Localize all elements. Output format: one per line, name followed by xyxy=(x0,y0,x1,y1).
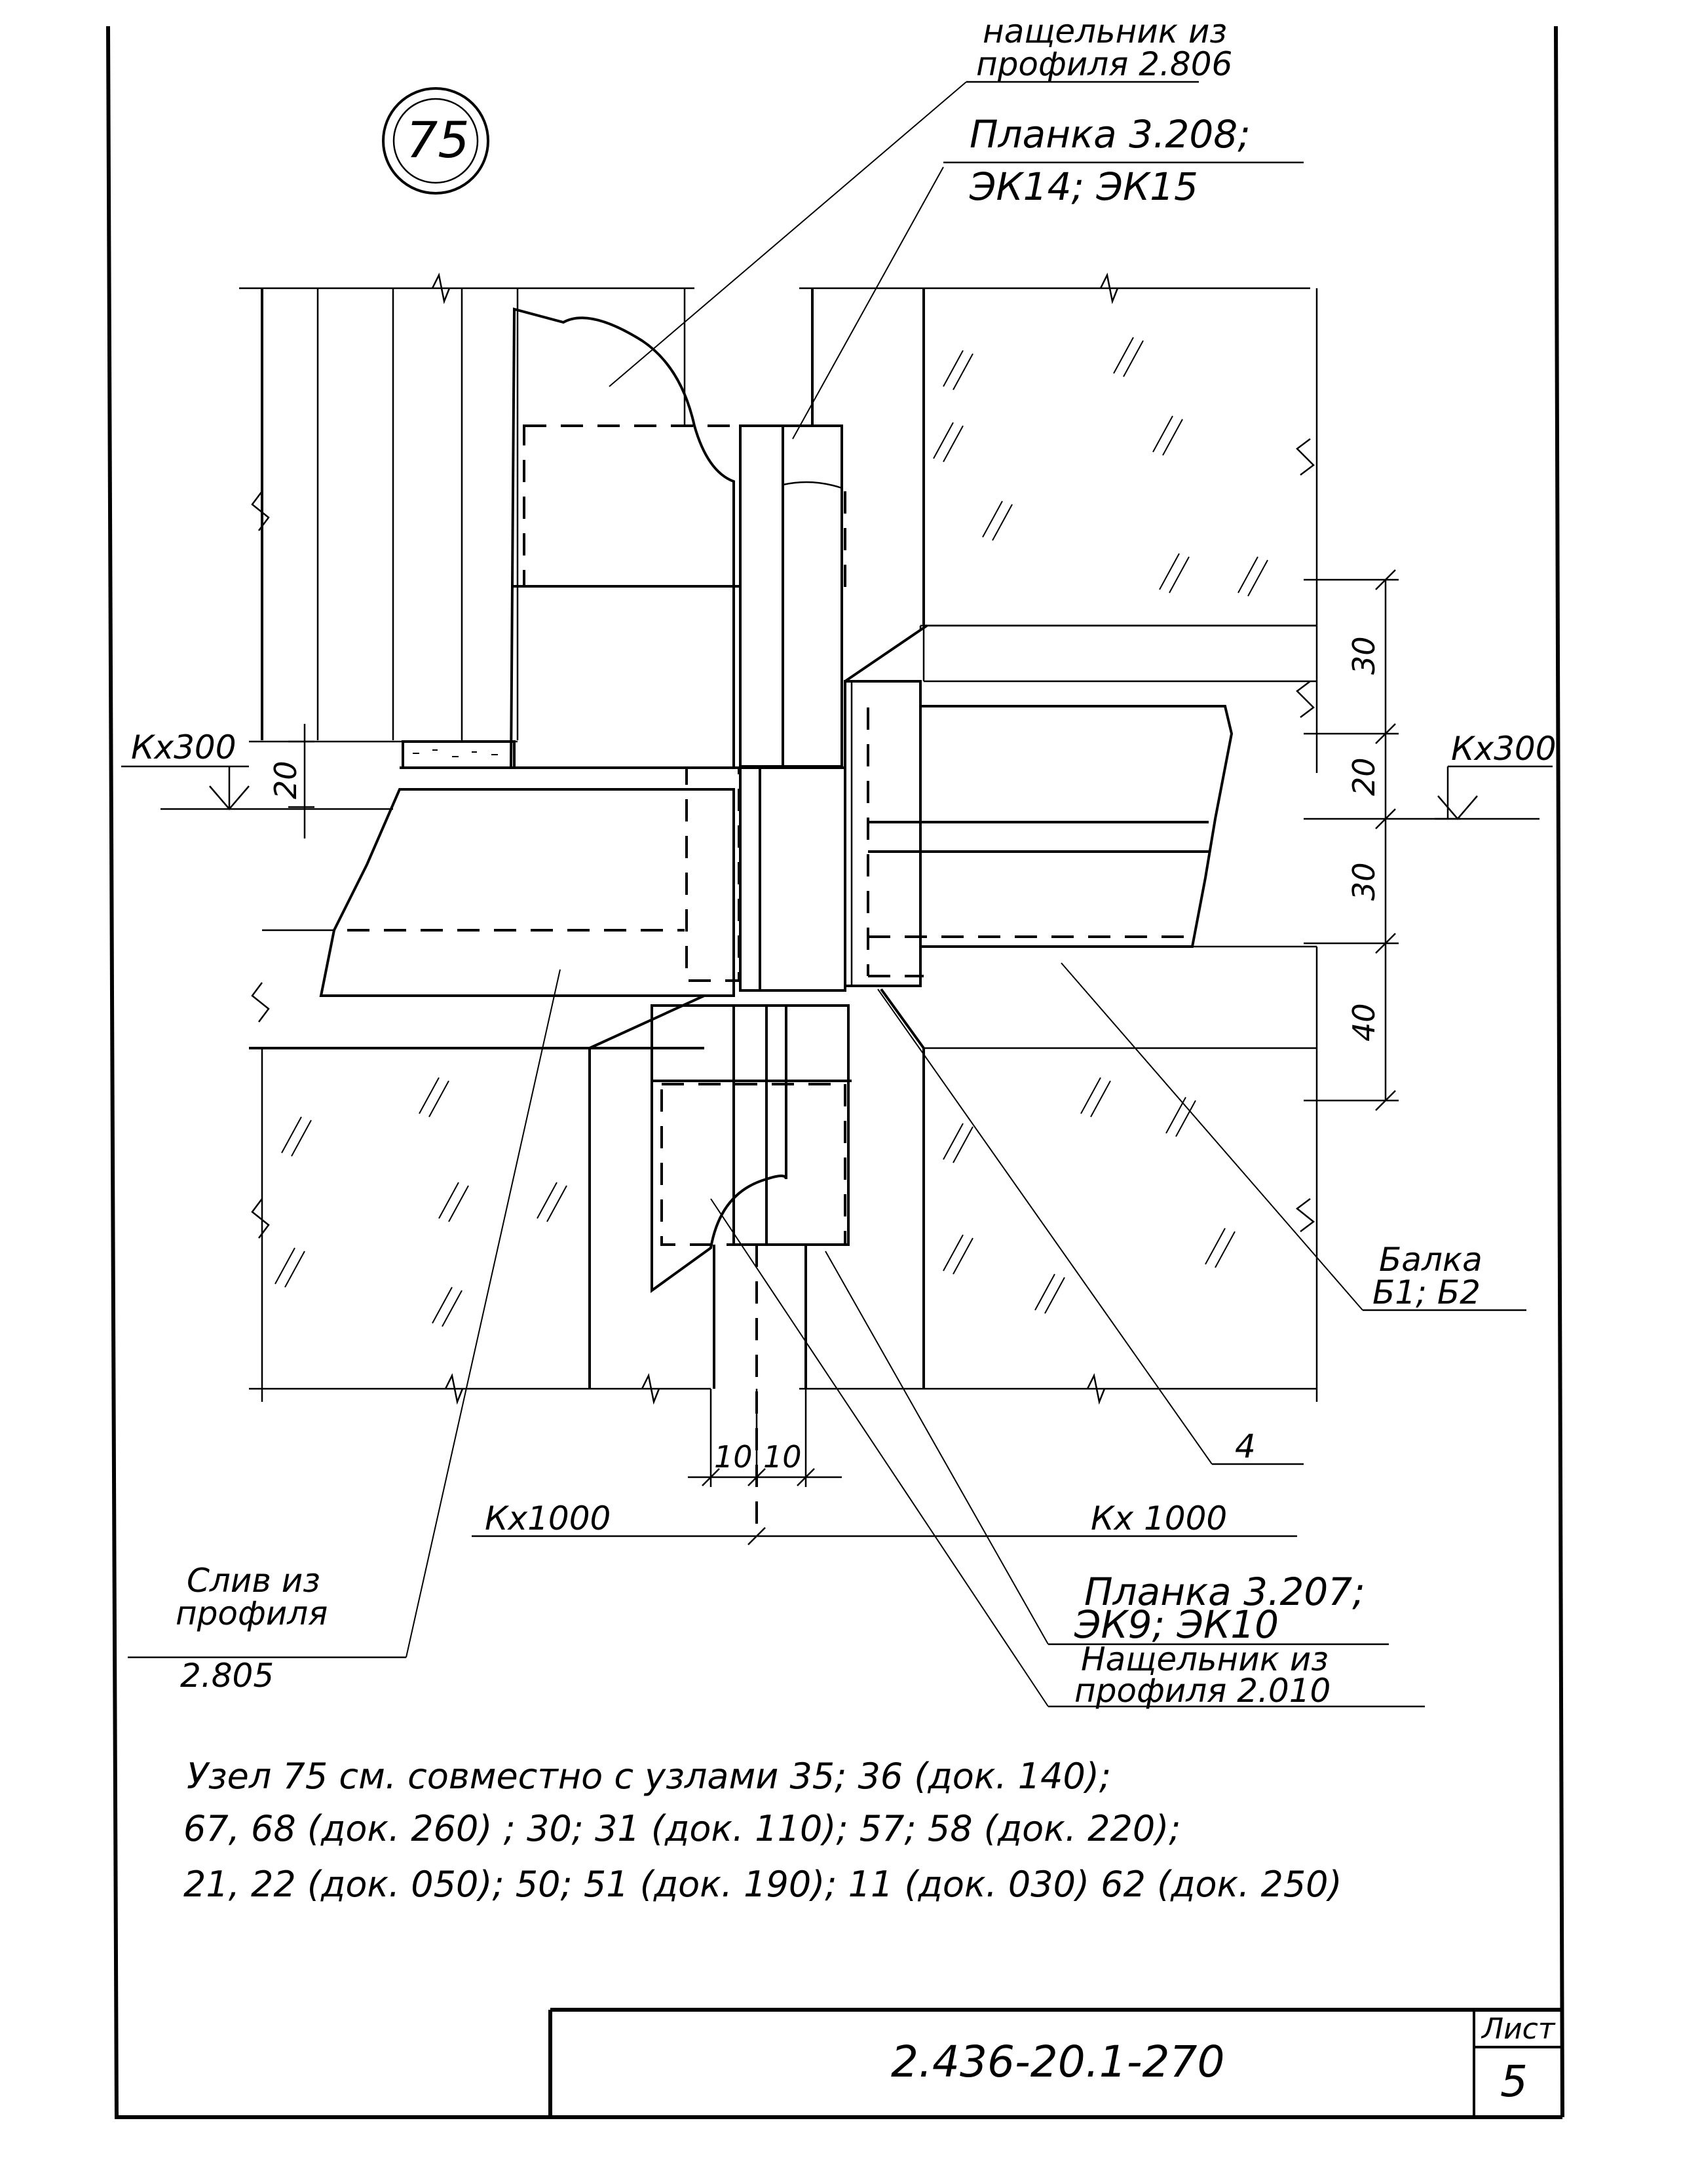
flashing-upper xyxy=(509,307,742,769)
node-marker: 75 xyxy=(382,87,489,195)
title-code: 2.436-20.1-270 xyxy=(891,2037,1225,2087)
level-right: Кх300 xyxy=(1451,730,1557,768)
dim-30-mid: 30 xyxy=(1346,862,1382,901)
glazing-hatch xyxy=(274,337,1268,1327)
callout-item-4: 4 xyxy=(1212,1427,1304,1465)
callout-flashing-top: нащельник из профиля 2.806 xyxy=(966,12,1232,83)
dim-10-a: 10 xyxy=(714,1439,753,1475)
dim-10-b: 10 xyxy=(763,1439,802,1475)
flashing-top-line2: профиля 2.806 xyxy=(976,45,1232,83)
note-line-3: 21, 22 (док. 050); 50; 51 (док. 190); 11… xyxy=(183,1864,1342,1905)
note-line-1: Узел 75 см. совместно с узлами 35; 36 (д… xyxy=(187,1756,1111,1797)
sheet-number: 5 xyxy=(1500,2056,1528,2107)
sheet-label: Лист xyxy=(1481,2012,1556,2046)
note-line-2: 67, 68 (док. 260) ; 30; 31 (док. 110); 5… xyxy=(183,1808,1181,1849)
node-number: 75 xyxy=(406,111,470,169)
panel-upper-left xyxy=(239,273,734,769)
dim-40: 40 xyxy=(1346,1003,1382,1042)
dim-chain-right: 30 20 30 40 Кх300 xyxy=(1304,569,1557,1111)
sheet-frame xyxy=(106,26,1564,2120)
panel-lower-right xyxy=(799,947,1318,1405)
drip-line2: профиля xyxy=(176,1594,328,1632)
axis-right: Кх 1000 xyxy=(1091,1499,1227,1537)
callout-beam: Балка Б1; Б2 xyxy=(1363,1241,1526,1311)
plate-top-line1: Планка 3.208; xyxy=(970,112,1251,157)
beam-b1-b2 xyxy=(844,680,1317,987)
level-left: Кх300 xyxy=(131,728,236,766)
flashing-top-line1: нащельник из xyxy=(983,12,1227,50)
drip-line1: Слив из xyxy=(187,1562,320,1600)
item-4: 4 xyxy=(1235,1427,1256,1465)
drip-flashing xyxy=(249,788,735,1049)
drip-line3: 2.805 xyxy=(180,1657,274,1695)
title-block: 2.436-20.1-270 Лист 5 xyxy=(548,2008,1562,2117)
callout-plate-top: Планка 3.208; ЭК14; ЭК15 xyxy=(943,112,1304,209)
dim-30-top: 30 xyxy=(1346,636,1382,675)
plate-bottom-line1: Планка 3.207; xyxy=(1084,1570,1365,1614)
plate-upper xyxy=(739,424,846,768)
callout-flashing-bottom: Нащельник из профиля 2.010 xyxy=(1048,1640,1425,1710)
beam-line1: Балка xyxy=(1379,1241,1483,1279)
leaders xyxy=(406,81,1363,1707)
dim-left: Кх300 20 xyxy=(121,724,393,838)
flashing-bottom-line2: профиля 2.010 xyxy=(1074,1672,1331,1710)
beam-line2: Б1; Б2 xyxy=(1372,1273,1481,1311)
panel-lower-left xyxy=(249,994,711,1405)
panel-upper-right xyxy=(799,273,1318,773)
dim-20-right: 20 xyxy=(1346,757,1382,796)
dim-20-left: 20 xyxy=(268,761,303,799)
general-notes: Узел 75 см. совместно с узлами 35; 36 (д… xyxy=(183,1756,1342,1905)
dim-bottom: 10 10 Кх1000 Кх 1000 xyxy=(472,1389,1297,1545)
axis-left: Кх1000 xyxy=(485,1499,611,1537)
callout-drip: Слив из профиля 2.805 xyxy=(128,1562,406,1695)
plate-bottom-line2: ЭК9; ЭК10 xyxy=(1074,1602,1279,1647)
callout-plate-bottom: Планка 3.207; ЭК9; ЭК10 xyxy=(1048,1570,1389,1647)
joint-center xyxy=(685,766,846,992)
flashing-bottom-line1: Нащельник из xyxy=(1081,1640,1329,1678)
plate-top-line2: ЭК14; ЭК15 xyxy=(969,164,1198,209)
